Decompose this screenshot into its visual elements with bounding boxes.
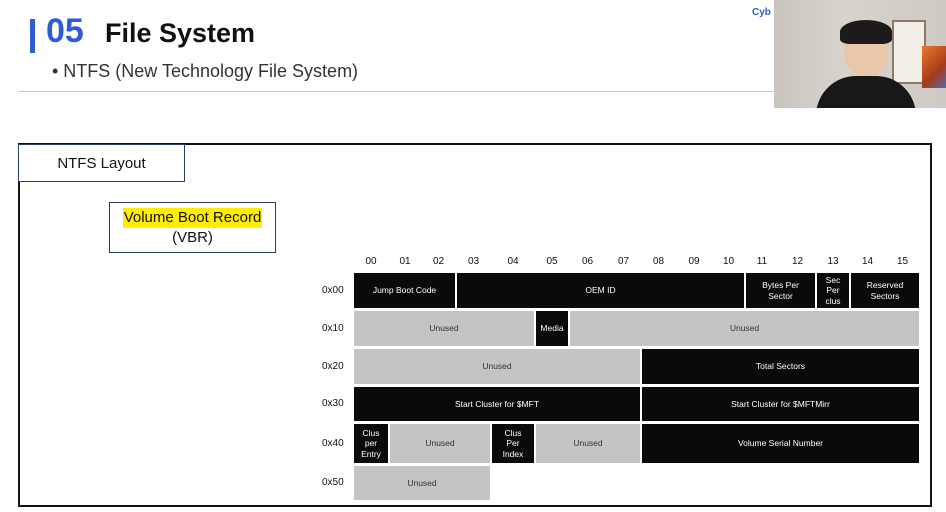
webcam-poster — [922, 46, 946, 88]
ntfs-layout-tab: NTFS Layout — [18, 144, 185, 182]
accent-bar — [30, 19, 35, 53]
brand-logo: Cyb — [752, 7, 771, 18]
webcam-window — [892, 20, 926, 84]
ntfs-layout-label: NTFS Layout — [57, 154, 146, 172]
page-title: File System — [105, 18, 256, 48]
webcam-feed — [774, 0, 946, 108]
vbr-title: Volume Boot Record — [122, 208, 263, 228]
webcam-person-hair — [840, 20, 892, 44]
vbr-abbrev: (VBR) — [172, 228, 213, 246]
subtitle: • NTFS (New Technology File System) — [52, 61, 359, 81]
title-divider — [18, 91, 778, 92]
layout-frame — [18, 143, 932, 507]
section-number: 05 — [46, 12, 84, 50]
vbr-box: Volume Boot Record (VBR) — [109, 202, 276, 253]
